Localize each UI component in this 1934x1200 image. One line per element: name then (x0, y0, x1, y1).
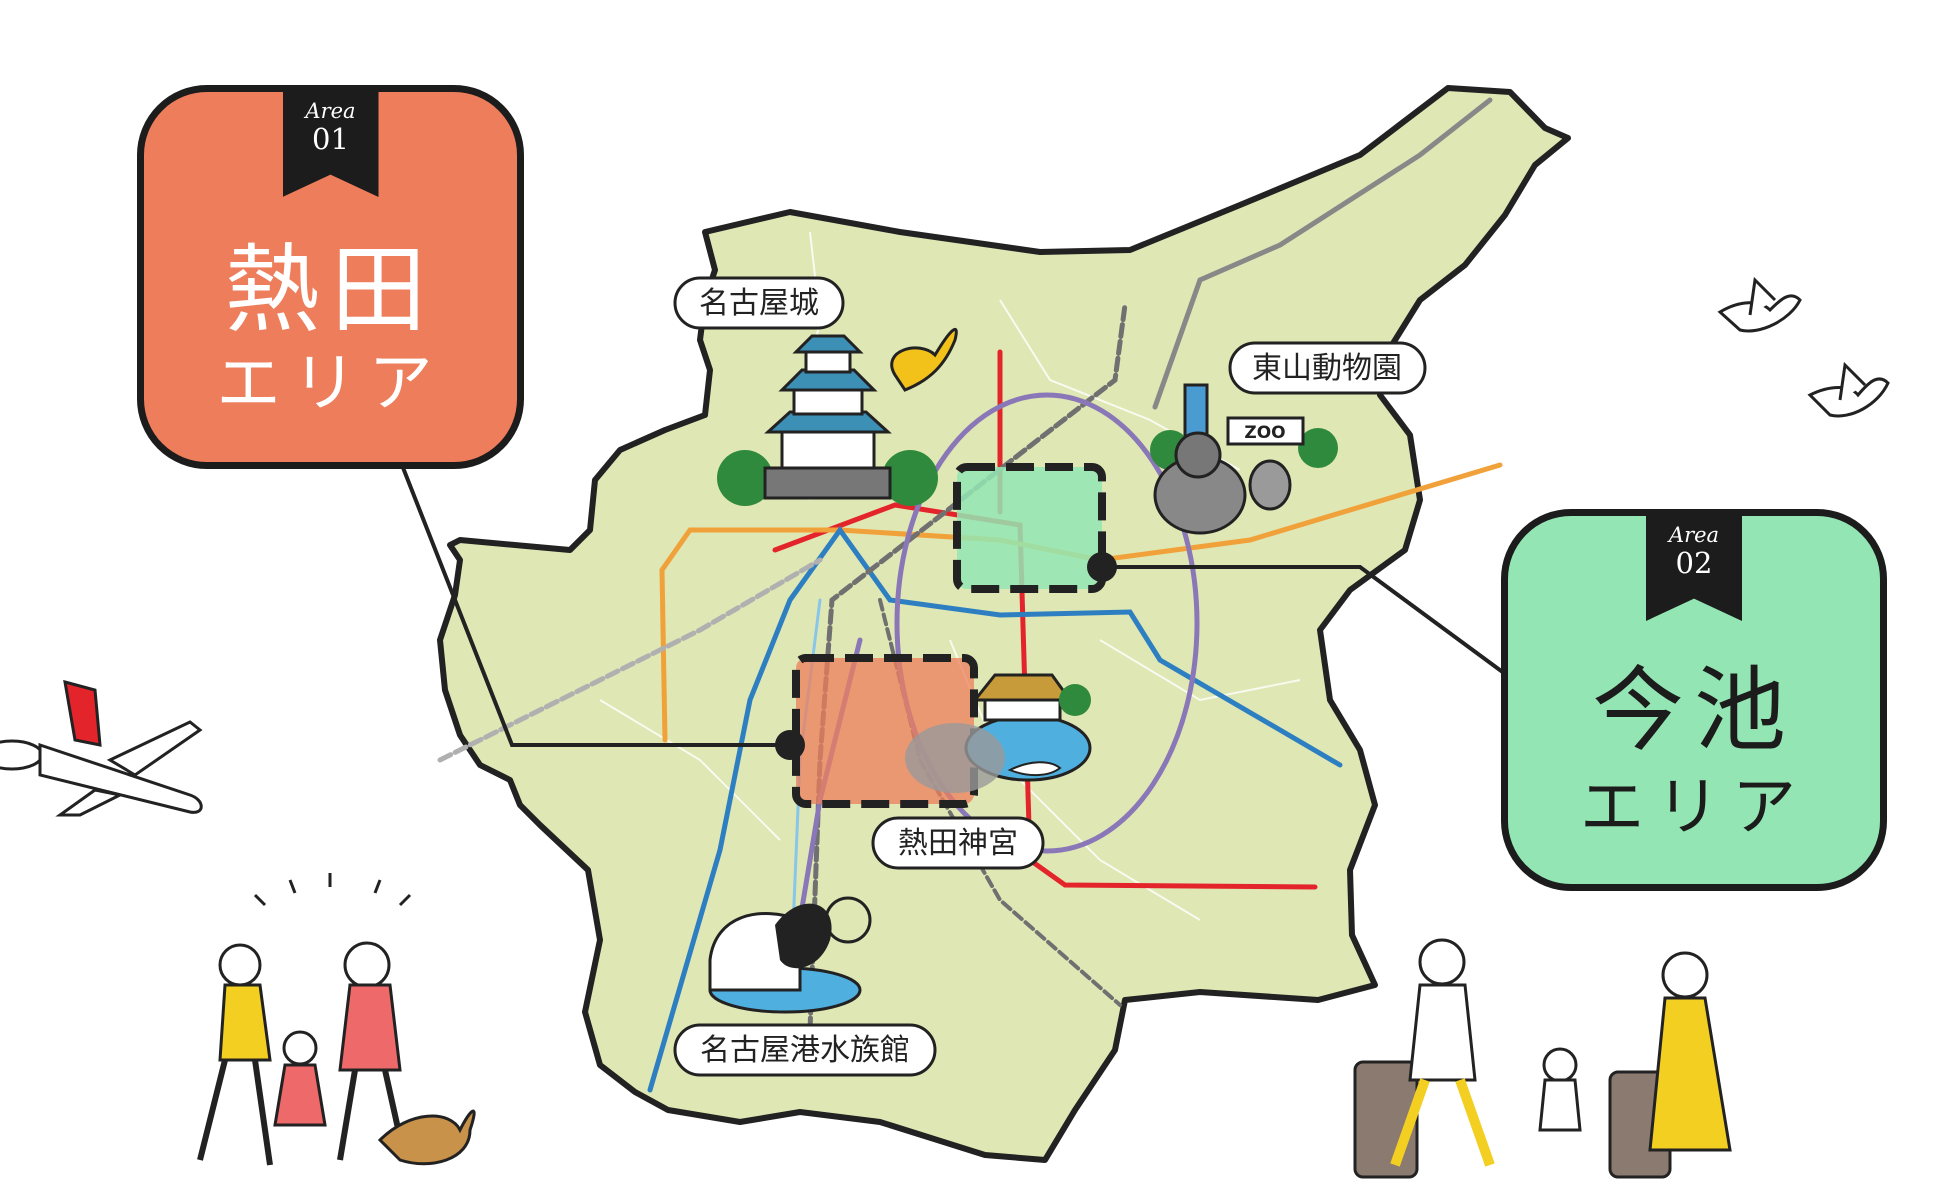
golden-shachihoko-icon (890, 327, 958, 392)
svg-text:ZOO: ZOO (1244, 423, 1285, 443)
aquarium-illustration (708, 896, 872, 1014)
area-number: 01 (312, 122, 349, 156)
area-number: 02 (1675, 546, 1713, 580)
castle-label: 名古屋城 (673, 276, 845, 330)
bird-icon (1807, 361, 1890, 418)
shrine-label: 熱田神宮 (871, 816, 1045, 870)
area-name: 熱田 (224, 234, 437, 346)
blue-subway-line (647, 525, 1343, 1093)
family-illustration-right (1353, 938, 1732, 1179)
orange-subway-line (659, 462, 1503, 743)
jr-line-2 (437, 557, 823, 763)
zoo-illustration: ZOO (1150, 383, 1338, 535)
purple-loop-line (894, 392, 1200, 854)
atsuta-area-card[interactable]: Area 01 熱田 エリア (137, 85, 524, 469)
imaike-leader-dot (1087, 552, 1117, 582)
area-word: Area (1668, 523, 1720, 547)
area-sub: エリア (216, 347, 445, 421)
sparkle-lines (253, 873, 412, 907)
koi-icon (1007, 761, 1062, 776)
airplane-icon (0, 679, 203, 817)
atsuta-leader-dot (775, 730, 805, 760)
jr-line-1 (807, 302, 1128, 1033)
imaike-area-marker (953, 463, 1106, 593)
shrine-illustration (905, 673, 1092, 793)
imaike-area-card[interactable]: Area 02 今池 エリア (1501, 509, 1887, 891)
koala-icon (1248, 459, 1292, 511)
area-word: Area (305, 99, 356, 123)
area-sub: エリア (1580, 771, 1808, 845)
zoo-label: 東山動物園 (1228, 341, 1427, 395)
area-ribbon: Area 01 (282, 85, 379, 197)
aquarium-label: 名古屋港水族館 (673, 1023, 937, 1077)
family-illustration-left (197, 873, 476, 1166)
bird-icon (1717, 276, 1802, 333)
city-land (437, 85, 1571, 1163)
svg-text:東山動物園: 東山動物園 (1252, 351, 1402, 386)
gray-rail-line (1152, 97, 1493, 410)
dog-icon (377, 1109, 476, 1166)
imaike-leader-line (1102, 565, 1510, 678)
atsuta-leader-line (398, 459, 790, 747)
svg-text:熱田神宮: 熱田神宮 (898, 826, 1018, 861)
area-ribbon: Area 02 (1646, 509, 1742, 621)
orca-icon (775, 903, 832, 969)
svg-text:名古屋城: 名古屋城 (699, 286, 819, 321)
svg-text:名古屋港水族館: 名古屋港水族館 (700, 1033, 910, 1068)
area-name: 今池 (1591, 657, 1796, 764)
castle-illustration (717, 334, 938, 506)
